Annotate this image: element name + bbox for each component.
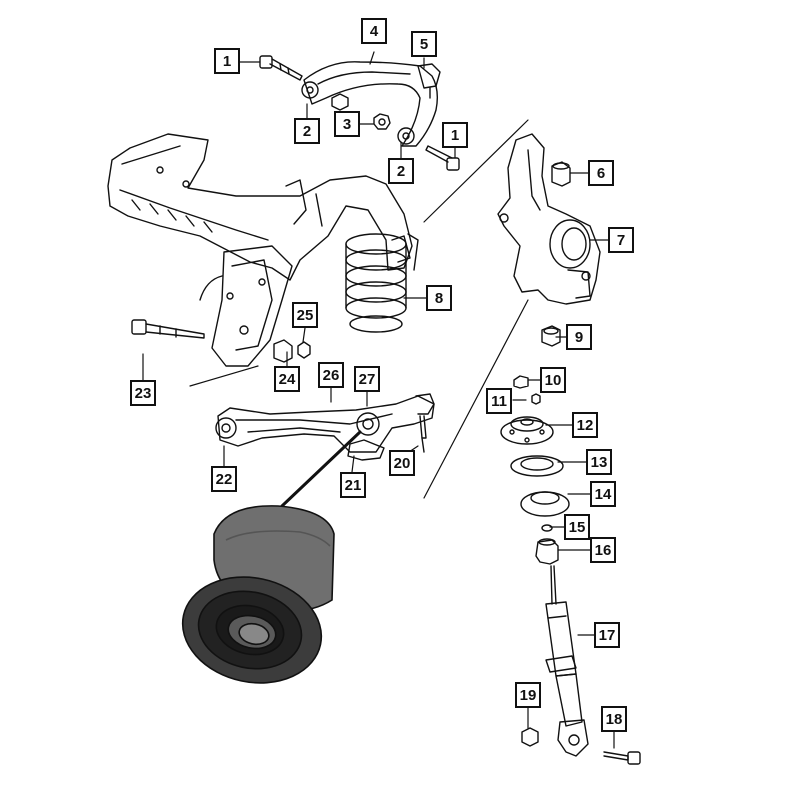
callout-14: 14	[590, 481, 616, 507]
lower-control-arm	[215, 393, 435, 461]
callout-3: 3	[334, 111, 360, 137]
callout-8: 8	[426, 285, 452, 311]
callout-23: 23	[130, 380, 156, 406]
callout-10: 10	[540, 367, 566, 393]
callout-1: 1	[214, 48, 240, 74]
callout-4: 4	[361, 18, 387, 44]
callout-20: 20	[389, 450, 415, 476]
bushing-detail	[181, 505, 335, 684]
frame-crossmember	[107, 133, 419, 367]
coil-spring	[345, 233, 407, 333]
callout-18: 18	[601, 706, 627, 732]
nut-part	[331, 93, 391, 130]
callout-25: 25	[292, 302, 318, 328]
callout-13: 13	[586, 449, 612, 475]
callout-16: 16	[590, 537, 616, 563]
shock-bolt-and-nut	[521, 727, 641, 765]
callout-21: 21	[340, 472, 366, 498]
steering-knuckle	[497, 133, 601, 305]
knuckle-nuts	[541, 161, 571, 347]
strut-mount-parts	[500, 375, 570, 565]
callout-27: 27	[354, 366, 380, 392]
shock-absorber	[545, 565, 589, 757]
upper-control-arm	[301, 61, 441, 147]
callout-2: 2	[388, 158, 414, 184]
callout-2: 2	[294, 118, 320, 144]
callout-15: 15	[564, 514, 590, 540]
callout-6: 6	[588, 160, 614, 186]
callout-24: 24	[274, 366, 300, 392]
bolt-part	[259, 55, 460, 171]
callout-5: 5	[411, 31, 437, 57]
callout-26: 26	[318, 362, 344, 388]
callout-12: 12	[572, 412, 598, 438]
callout-1: 1	[442, 122, 468, 148]
lower-arm-bolt	[131, 319, 205, 339]
callout-11: 11	[486, 388, 512, 414]
callout-9: 9	[566, 324, 592, 350]
callout-19: 19	[515, 682, 541, 708]
cam-washer-and-nut	[273, 339, 311, 363]
leader-lines	[142, 51, 615, 749]
callout-17: 17	[594, 622, 620, 648]
callout-22: 22	[211, 466, 237, 492]
callout-7: 7	[608, 227, 634, 253]
